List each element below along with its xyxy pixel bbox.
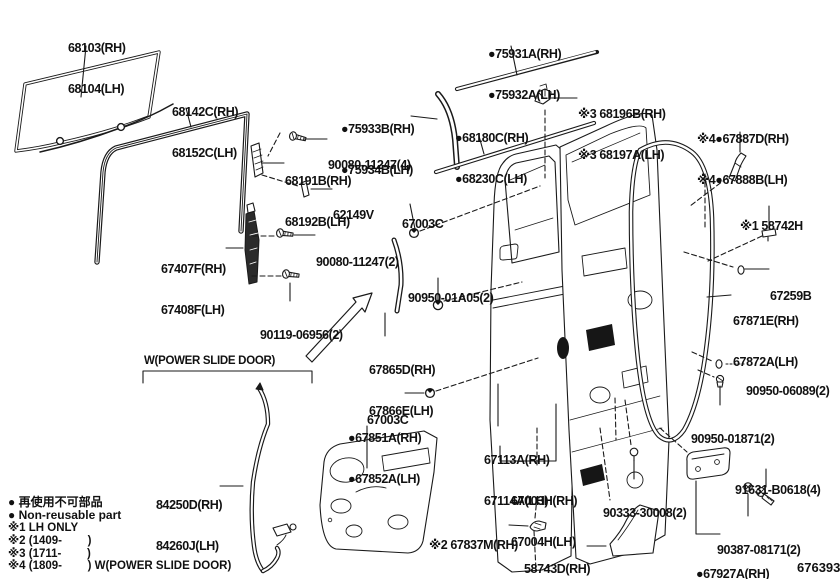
legend-note2: ※2 (1409- ): [8, 535, 92, 547]
label-grommet-01a05[interactable]: 90950-01A05(2): [408, 291, 494, 305]
label-belt-molding-outer[interactable]: ●75931A(RH) ●75932A(LH): [488, 47, 562, 102]
rear-channel-shape: [394, 240, 401, 311]
label-mudguard[interactable]: 58743D(RH) 58744E(LH): [524, 562, 591, 576]
check-bracket-shape: [729, 153, 746, 181]
dashed-lines: [252, 110, 762, 570]
legend-note3: ※3 (1711- ): [8, 547, 91, 560]
label-clip-67259b[interactable]: 67259B: [770, 289, 812, 303]
label-panel-pad[interactable]: 67003H(RH) 67004H(LH): [511, 494, 578, 549]
legend-nonreusable-en: ● Non-reusable part: [8, 508, 122, 523]
hole-cover-shape: [320, 431, 437, 553]
label-clip-58742h[interactable]: ※1 58742H: [740, 219, 803, 233]
grommet-01a05-shape: [433, 300, 442, 309]
legend-nonreusable-jp: ● 再使用不可部品: [8, 495, 103, 509]
clip-67837m-shape: [530, 521, 546, 531]
bolt-11247-2-shape: [276, 228, 293, 238]
bolt-06956-shape: [282, 269, 299, 279]
label-glass[interactable]: 68103(RH) 68104(LH): [68, 41, 126, 96]
run-channel-shape: [97, 114, 247, 262]
label-screw-b0618[interactable]: 91631-B0618(4): [735, 483, 821, 497]
label-clip-67837m[interactable]: ※2 67837M(RH) ※2 67838E(LH): [429, 538, 518, 579]
frame-clip-shape: [535, 84, 551, 104]
door-inner-panel-shape: [557, 113, 669, 564]
clip-67259b-shape: [738, 266, 744, 274]
cable-shape: [252, 383, 296, 571]
handle-shape: [687, 448, 730, 479]
clip-58742h-shape: [762, 229, 776, 241]
belt-molding-inner-shape: [436, 123, 594, 172]
clip-06089-shape: [716, 360, 722, 368]
pillar-garnish-shape: [438, 94, 457, 167]
equalizer-channel-shape: [245, 203, 259, 284]
diagram-code: 676393H: [797, 560, 840, 575]
label-door-panel[interactable]: 67113A(RH) 67114A(LH): [484, 453, 550, 508]
legend-note1: ※1 LH ONLY: [8, 522, 79, 535]
label-bolt-11247-2[interactable]: 90080-11247(2): [316, 255, 399, 269]
psd-bracket: [143, 371, 312, 383]
label-cable[interactable]: 84250D(RH) 84260J(LH): [156, 498, 223, 553]
legend: ● 再使用不可部品 ● Non-reusable part ※1 LH ONLY…: [8, 495, 232, 573]
grommet-67003c-upper-shape: [410, 229, 419, 238]
glass-shape: [16, 52, 173, 152]
label-grommet-67003c-upper[interactable]: 67003C: [402, 217, 444, 231]
legend-note4: ※4 (1809- ) W(POWER SLIDE DOOR): [8, 560, 232, 573]
label-run-channel[interactable]: 68142C(RH) 68152C(LH): [172, 105, 239, 160]
label-belt-molding-inner[interactable]: ●68180C(RH) ●68230C(LH): [455, 131, 529, 186]
label-spacer-62149v[interactable]: 62149V: [333, 208, 374, 222]
label-hole-cover[interactable]: ●67851A(RH) ●67852A(LH): [348, 431, 422, 486]
section-label-psd: W(POWER SLIDE DOOR): [144, 355, 276, 367]
screw-b0618-shape: [757, 488, 774, 505]
label-clip-01871[interactable]: 90950-01871(2): [691, 432, 775, 446]
direction-arrow: [306, 293, 372, 362]
label-strip-68191b[interactable]: 68191B(RH) 68192B(LH): [285, 174, 352, 229]
bolt-11247-4-shape: [289, 131, 307, 143]
label-grommet-67003c-lower[interactable]: 67003C: [367, 413, 409, 427]
grommet-67003c-lower-shape: [426, 389, 435, 398]
leader-lines: [81, 46, 769, 546]
label-frame-clip[interactable]: ※3 68196B(RH) ※3 68197A(LH): [578, 107, 666, 162]
screw-08171-shape: [744, 483, 752, 491]
label-pillar-garnish[interactable]: ●75933B(RH) ●75934B(LH): [341, 122, 415, 177]
label-check-bracket[interactable]: ※4●67887D(RH) ※4●67888B(LH): [697, 132, 789, 187]
weatherstrip-shape: [631, 142, 712, 440]
clip-01871-shape: [716, 375, 723, 387]
spacer-62149v-shape: [301, 181, 309, 197]
label-handle[interactable]: ●67927A(RH) ●67928A(LH): [696, 567, 770, 579]
label-weatherstrip[interactable]: 67871E(RH) 67872A(LH): [733, 314, 799, 369]
label-rear-channel[interactable]: 67865D(RH) 67866E(LH): [369, 363, 436, 418]
label-equalizer-channel[interactable]: 67407F(RH) 67408F(LH): [161, 262, 226, 317]
strip-68191b-shape: [251, 143, 263, 177]
belt-molding-outer-shape: [457, 52, 597, 89]
label-screw-08171[interactable]: 90387-08171(2): [717, 543, 801, 557]
stud-30008-shape: [630, 448, 638, 461]
label-clip-06089[interactable]: 90950-06089(2): [746, 384, 830, 398]
label-stud-30008[interactable]: 90333-30008(2): [603, 506, 687, 520]
label-bolt-11247-4[interactable]: 90080-11247(4): [328, 158, 411, 172]
mudguard-shape: [610, 505, 659, 556]
label-bolt-06956[interactable]: 90119-06956(2): [260, 328, 343, 342]
